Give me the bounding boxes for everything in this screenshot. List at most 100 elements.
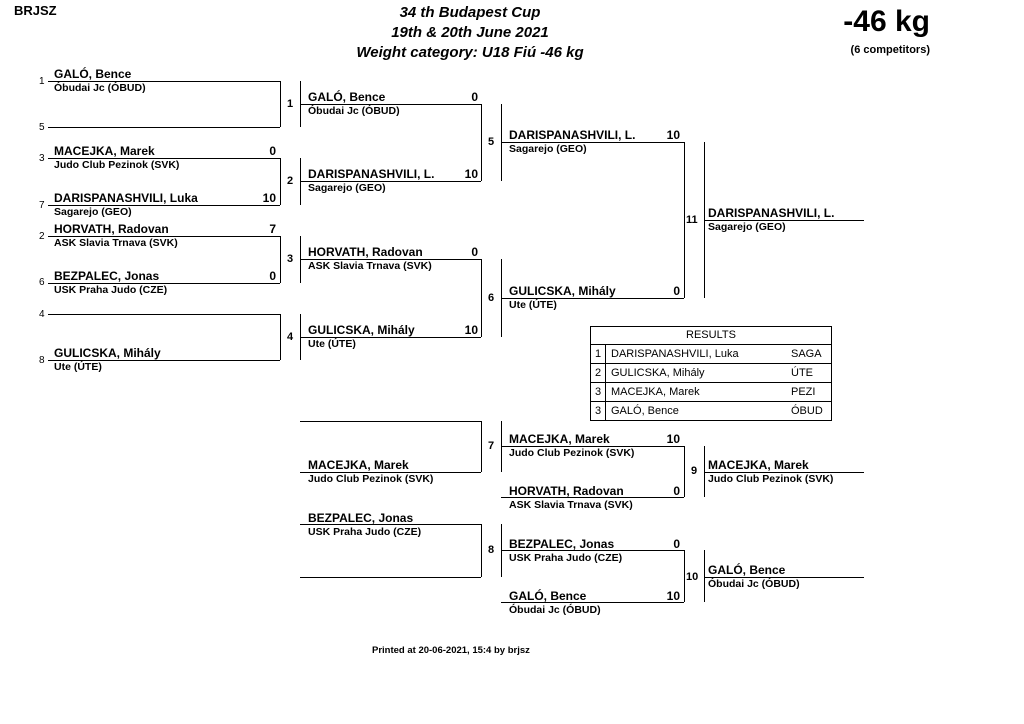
- bout-number: 5: [488, 136, 495, 148]
- competitor-name: GULICSKA, Mihály: [509, 284, 616, 298]
- results-table: RESULTS 1 DARISPANASHVILI, Luka SAGA 2 G…: [590, 326, 832, 421]
- competitor-club: Sagarejo (GEO): [308, 182, 386, 194]
- competitor-name: HORVATH, Radovan: [54, 222, 169, 236]
- weight-category: -46 kg: [843, 5, 930, 38]
- seed-number: 7: [39, 200, 45, 211]
- competitor-name: HORVATH, Radovan: [509, 484, 624, 498]
- competitor-name: DARISPANASHVILI, L.: [308, 167, 435, 181]
- result-name: DARISPANASHVILI, Luka: [611, 348, 739, 360]
- print-footer: Printed at 20-06-2021, 15:4 by brjsz: [372, 645, 530, 656]
- competitor-club: Judo Club Pezinok (SVK): [308, 473, 434, 485]
- competitor-name: MACEJKA, Marek: [308, 458, 409, 472]
- competitor-name: DARISPANASHVILI, L.: [509, 128, 636, 142]
- competitor-club: Ute (ÚTE): [54, 361, 102, 373]
- organizer-code: BRJSZ: [14, 3, 57, 18]
- bout-number: 2: [287, 175, 294, 187]
- competitor-club: USK Praha Judo (CZE): [308, 526, 422, 538]
- score: 10: [464, 167, 478, 181]
- competitor-club: ASK Slavia Trnava (SVK): [54, 237, 178, 249]
- competitor-club: USK Praha Judo (CZE): [54, 284, 168, 296]
- competitor-name: GALÓ, Bence: [509, 589, 587, 603]
- competitor-club: Óbudai Jc (ÓBUD): [54, 82, 146, 94]
- seed-number: 1: [39, 76, 45, 87]
- competitor-name: GALÓ, Bence: [708, 563, 786, 577]
- bout-number: 7: [488, 440, 495, 452]
- result-place: 1: [591, 345, 606, 363]
- competitor-club: Sagarejo (GEO): [54, 206, 132, 218]
- results-title: RESULTS: [591, 327, 831, 345]
- score: 0: [269, 269, 276, 283]
- competitor-club: Ute (ÚTE): [509, 299, 557, 311]
- competitor-name: DARISPANASHVILI, L.: [708, 206, 835, 220]
- seed-number: 6: [39, 277, 45, 288]
- competitor-club: Óbudai Jc (ÓBUD): [708, 578, 800, 590]
- tournament-title: 34 th Budapest Cup: [399, 4, 541, 21]
- score: 7: [269, 222, 276, 236]
- score: 10: [464, 323, 478, 337]
- weight-category-line: Weight category: U18 Fiú -46 kg: [356, 44, 584, 61]
- result-name: GULICSKA, Mihály: [611, 367, 705, 379]
- competitor-club: Judo Club Pezinok (SVK): [509, 447, 635, 459]
- score: 10: [262, 191, 276, 205]
- competitor-name: BEZPALEC, Jonas: [54, 269, 160, 283]
- competitor-club: Óbudai Jc (ÓBUD): [308, 105, 400, 117]
- competitor-name: GULICSKA, Mihály: [308, 323, 415, 337]
- seed-number: 3: [39, 153, 45, 164]
- bout-number: 3: [287, 253, 294, 265]
- competitor-name: BEZPALEC, Jonas: [509, 537, 615, 551]
- competitor-count: (6 competitors): [850, 44, 930, 56]
- tournament-dates: 19th & 20th June 2021: [391, 24, 549, 41]
- result-name: MACEJKA, Marek: [611, 386, 700, 398]
- competitor-club: USK Praha Judo (CZE): [509, 552, 623, 564]
- result-club: ÓBUD: [791, 405, 823, 417]
- bout-number: 4: [287, 331, 294, 343]
- competitor-name: MACEJKA, Marek: [54, 144, 155, 158]
- result-place: 3: [591, 402, 606, 420]
- competitor-name: BEZPALEC, Jonas: [308, 511, 414, 525]
- score: 0: [269, 144, 276, 158]
- results-row: 2 GULICSKA, Mihály ÚTE: [591, 364, 831, 383]
- seed-number: 4: [39, 309, 45, 320]
- bout-number: 6: [488, 292, 495, 304]
- score: 0: [673, 284, 680, 298]
- bout-number: 11: [686, 214, 698, 226]
- score: 0: [673, 484, 680, 498]
- competitor-name: GULICSKA, Mihály: [54, 346, 161, 360]
- bout-number: 10: [686, 571, 699, 583]
- competitor-club: Judo Club Pezinok (SVK): [708, 473, 834, 485]
- result-place: 3: [591, 383, 606, 401]
- seed-number: 5: [39, 122, 45, 133]
- score: 10: [666, 589, 680, 603]
- competitor-name: MACEJKA, Marek: [708, 458, 809, 472]
- competitor-club: ASK Slavia Trnava (SVK): [308, 260, 432, 272]
- competitor-name: GALÓ, Bence: [54, 67, 132, 81]
- competitor-club: Judo Club Pezinok (SVK): [54, 159, 180, 171]
- results-row: 3 MACEJKA, Marek PEZI: [591, 383, 831, 402]
- competitor-club: Óbudai Jc (ÓBUD): [509, 604, 601, 616]
- bout-number: 8: [488, 544, 495, 556]
- bout-number: 9: [691, 465, 698, 477]
- bout-number: 1: [287, 98, 294, 110]
- competitor-name: DARISPANASHVILI, Luka: [54, 191, 198, 205]
- competitor-club: ASK Slavia Trnava (SVK): [509, 499, 633, 511]
- result-name: GALÓ, Bence: [611, 405, 679, 417]
- score: 10: [666, 432, 680, 446]
- score: 0: [471, 245, 478, 259]
- seed-number: 2: [39, 231, 45, 242]
- competitor-name: MACEJKA, Marek: [509, 432, 610, 446]
- competitor-club: Ute (ÚTE): [308, 338, 356, 350]
- seed-number: 8: [39, 355, 45, 366]
- results-row: 3 GALÓ, Bence ÓBUD: [591, 402, 831, 420]
- score: 0: [673, 537, 680, 551]
- result-club: SAGA: [791, 348, 822, 360]
- competitor-name: GALÓ, Bence: [308, 90, 386, 104]
- result-place: 2: [591, 364, 606, 382]
- score: 0: [471, 90, 478, 104]
- competitor-club: Sagarejo (GEO): [708, 221, 786, 233]
- results-row: 1 DARISPANASHVILI, Luka SAGA: [591, 345, 831, 364]
- competitor-club: Sagarejo (GEO): [509, 143, 587, 155]
- competitor-name: HORVATH, Radovan: [308, 245, 423, 259]
- score: 10: [666, 128, 680, 142]
- result-club: PEZI: [791, 386, 816, 398]
- result-club: ÚTE: [791, 367, 813, 379]
